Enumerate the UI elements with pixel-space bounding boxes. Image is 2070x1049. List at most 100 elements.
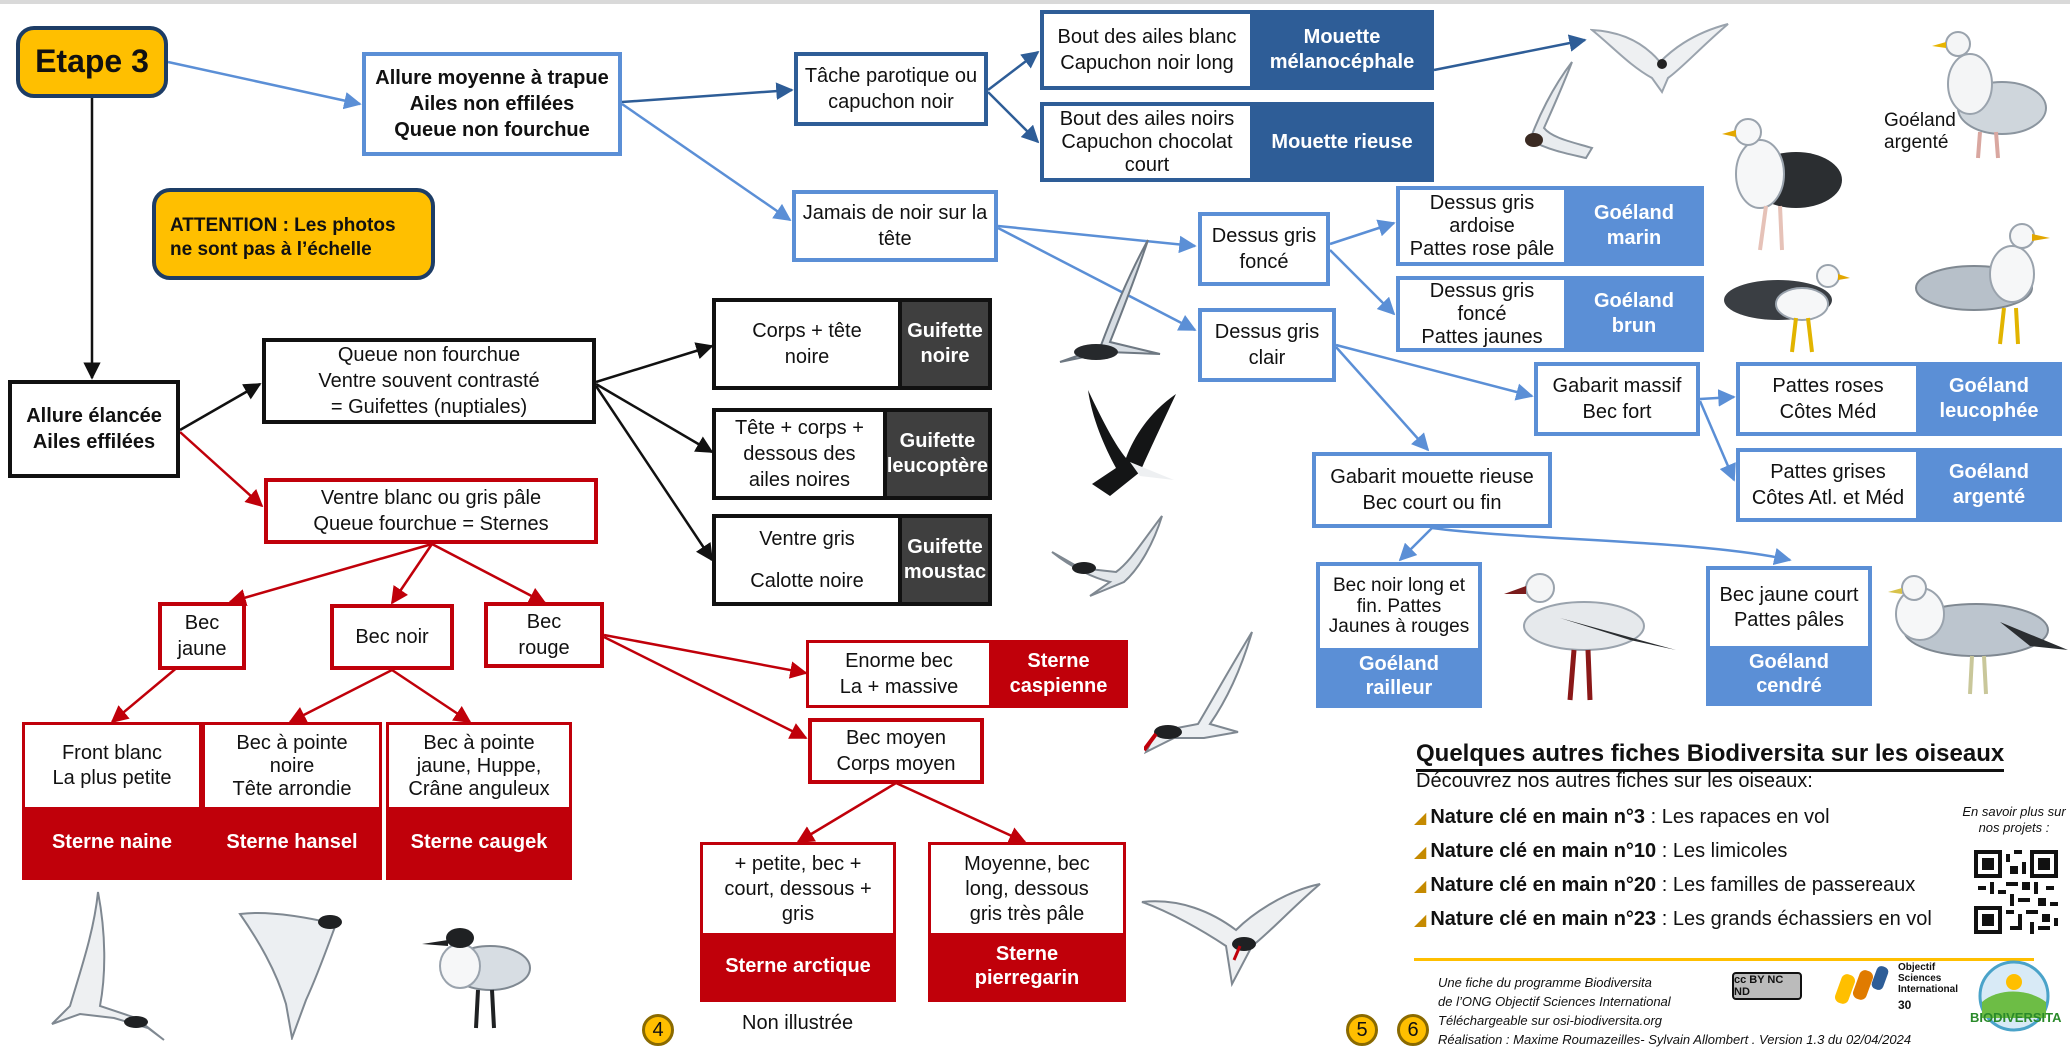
leaf-description: Ventre gris Calotte noire: [716, 518, 902, 602]
leaf-sterne-pierregarin: Moyenne, bec long, dessous gris très pâl…: [928, 842, 1126, 1002]
page-number-5: 5: [1346, 1014, 1378, 1046]
node-bec-noir: Bec noir: [330, 604, 454, 670]
osi-30-badge: 30: [1898, 998, 1912, 1012]
species-name: Goéland marin: [1568, 190, 1700, 262]
bird-photo-sterne-hansel: [238, 911, 342, 1040]
triangle-bullet-icon: ◢: [1414, 810, 1427, 827]
node-bec-moyen: Bec moyen Corps moyen: [808, 718, 984, 784]
bird-photo-guifette-leucoptere: [1088, 390, 1176, 496]
other-sheets-intro: Découvrez nos autres fiches sur les oise…: [1416, 770, 1813, 792]
leaf-description: Bout des ailes blanc Capuchon noir long: [1044, 14, 1254, 86]
other-sheets-title: Quelques autres fiches Biodiversita sur …: [1416, 740, 2005, 772]
leaf-goeland-brun: Dessus gris foncé Pattes jaunes Goéland …: [1396, 276, 1704, 352]
osi-logo-icon: [1834, 966, 1889, 1004]
species-name: Goéland brun: [1568, 280, 1700, 348]
sheet-link-item[interactable]: ◢Nature clé en main n°3 : Les rapaces en…: [1414, 806, 1830, 828]
triangle-bullet-icon: ◢: [1414, 878, 1427, 895]
attention-note: ATTENTION : Les photos ne sont pas à l’é…: [152, 188, 435, 280]
triangle-bullet-icon: ◢: [1414, 844, 1427, 861]
top-border: [0, 0, 2070, 4]
leaf-description: Moyenne, bec long, dessous gris très pâl…: [931, 845, 1123, 933]
separator-line: [1414, 958, 2034, 961]
species-name: Guifette noire: [902, 302, 988, 386]
sheet-link-item[interactable]: ◢Nature clé en main n°23 : Les grands éc…: [1414, 908, 1932, 930]
sheet-link-item[interactable]: ◢Nature clé en main n°10 : Les limicoles: [1414, 840, 1788, 862]
bird-photo-goeland-argente: [1932, 31, 2047, 159]
leaf-guifette-leucoptere: Tête + corps + dessous des ailes noires …: [712, 408, 992, 500]
species-name: Sterne caugek: [389, 807, 569, 877]
node-gabarit-mouette: Gabarit mouette rieuse Bec court ou fin: [1312, 452, 1552, 528]
biodiversita-logo-icon: [1978, 960, 2050, 1032]
species-name: Sterne arctique: [703, 933, 893, 999]
leaf-sterne-caugek: Bec à pointe jaune, Huppe, Crâne anguleu…: [386, 722, 572, 880]
leaf-guifette-noire: Corps + tête noire Guifette noire: [712, 298, 992, 390]
sheet-link-item[interactable]: ◢Nature clé en main n°20 : Les familles …: [1414, 874, 1916, 896]
leaf-sterne-arctique: + petite, bec + court, dessous + gris St…: [700, 842, 896, 1002]
species-name: Mouette mélanocéphale: [1254, 14, 1430, 86]
leaf-description: Bec à pointe noire Tête arrondie: [205, 725, 379, 807]
leaf-description: Enorme bec La + massive: [809, 643, 992, 705]
leaf-sterne-hansel: Bec à pointe noire Tête arrondie Sterne …: [202, 722, 382, 880]
page-number-6: 6: [1397, 1014, 1429, 1046]
bird-photo-sterne-pierregarin: [1141, 883, 1321, 988]
leaf-description: Pattes roses Côtes Méd: [1740, 366, 1920, 432]
node-jamais-noir: Jamais de noir sur la tête: [792, 190, 998, 262]
node-tache-parotique: Tâche parotique ou capuchon noir: [794, 52, 988, 126]
leaf-description: Pattes grises Côtes Atl. et Méd: [1740, 452, 1920, 518]
species-name: Guifette moustac: [902, 518, 988, 602]
species-name: Guifette leucoptère: [886, 412, 988, 496]
species-name: Sterne caspienne: [992, 643, 1125, 705]
bird-photo-guifette-moustac: [1051, 515, 1163, 597]
species-name: Sterne pierregarin: [931, 933, 1123, 999]
page-number-4: 4: [642, 1014, 674, 1046]
bird-photo-mouette-melanocephale: [1590, 23, 1729, 95]
species-name: Goéland cendré: [1710, 646, 1868, 702]
leaf-description: + petite, bec + court, dessous + gris: [703, 845, 893, 933]
biodiversita-logo-text: BIODIVERSITA: [1970, 1010, 2062, 1025]
non-illustree-label: Non illustrée: [742, 1012, 854, 1034]
leaf-goeland-marin: Dessus gris ardoise Pattes rose pâle Goé…: [1396, 186, 1704, 266]
species-name: Goéland leucophée: [1920, 366, 2058, 432]
osi-logo-text: Objectif Sciences International: [1898, 962, 1959, 995]
node-bec-jaune: Bec jaune: [158, 602, 246, 670]
credit-line: Réalisation : Maxime Roumazeilles- Sylva…: [1438, 1031, 1912, 1047]
credit-line: Téléchargeable sur osi-biodiversita.org: [1438, 1012, 1663, 1028]
leaf-description: Bec jaune court Pattes pâles: [1710, 570, 1868, 646]
leaf-guifette-moustac: Ventre gris Calotte noire Guifette moust…: [712, 514, 992, 606]
species-name: Mouette rieuse: [1254, 106, 1430, 178]
leaf-description: Bec à pointe jaune, Huppe, Crâne anguleu…: [389, 725, 569, 807]
bird-photo-goeland-leucophee: [1915, 223, 2050, 345]
leaf-mouette-melanocephale: Bout des ailes blanc Capuchon noir long …: [1040, 10, 1434, 90]
leaf-description: Bout des ailes noirs Capuchon chocolat c…: [1044, 106, 1254, 178]
leaf-goeland-cendre: Bec jaune court Pattes pâles Goéland cen…: [1706, 566, 1872, 706]
node-bec-rouge: Bec rouge: [484, 602, 604, 668]
species-name: Sterne naine: [25, 807, 199, 877]
leaf-mouette-rieuse: Bout des ailes noirs Capuchon chocolat c…: [1040, 102, 1434, 182]
species-name: Goéland railleur: [1320, 648, 1478, 704]
bird-photo-guifette-noire: [1059, 239, 1161, 363]
node-allure-trapue: Allure moyenne à trapue Ailes non effilé…: [362, 52, 622, 156]
bird-photo-goeland-cendre: [1888, 575, 2068, 695]
node-dessus-gris-fonce: Dessus gris foncé: [1198, 212, 1330, 286]
leaf-goeland-railleur: Bec noir long et fin. Pattes Jaunes à ro…: [1316, 562, 1482, 708]
bird-photo-mouette-rieuse: [1525, 61, 1594, 160]
bird-photo-sterne-caugek: [422, 928, 531, 1029]
species-name: Sterne hansel: [205, 807, 379, 877]
node-dessus-gris-clair: Dessus gris clair: [1198, 308, 1336, 382]
bird-photo-goeland-brun: [1724, 264, 1850, 353]
node-allure-elancee: Allure élancée Ailes effilées: [8, 380, 180, 478]
leaf-description: Dessus gris foncé Pattes jaunes: [1400, 280, 1568, 348]
leaf-goeland-argente: Pattes grises Côtes Atl. et Méd Goéland …: [1736, 448, 2062, 522]
leaf-description: Bec noir long et fin. Pattes Jaunes à ro…: [1320, 566, 1478, 648]
more-info-label: En savoir plus sur nos projets :: [1962, 804, 2066, 835]
qr-code-icon[interactable]: [1974, 850, 2058, 934]
bird-photo-goeland-marin: [1722, 118, 1842, 251]
species-name: Goéland argenté: [1920, 452, 2058, 518]
leaf-description: Corps + tête noire: [716, 302, 902, 386]
node-guifettes: Queue non fourchue Ventre souvent contra…: [262, 338, 596, 424]
leaf-sterne-caspienne: Enorme bec La + massive Sterne caspienne: [806, 640, 1128, 708]
leaf-goeland-leucophee: Pattes roses Côtes Méd Goéland leucophée: [1736, 362, 2062, 436]
photo-caption-goeland-argente: Goéland argenté: [1884, 110, 1956, 153]
leaf-description: Front blanc La plus petite: [25, 725, 199, 807]
leaf-sterne-naine: Front blanc La plus petite Sterne naine: [22, 722, 202, 880]
